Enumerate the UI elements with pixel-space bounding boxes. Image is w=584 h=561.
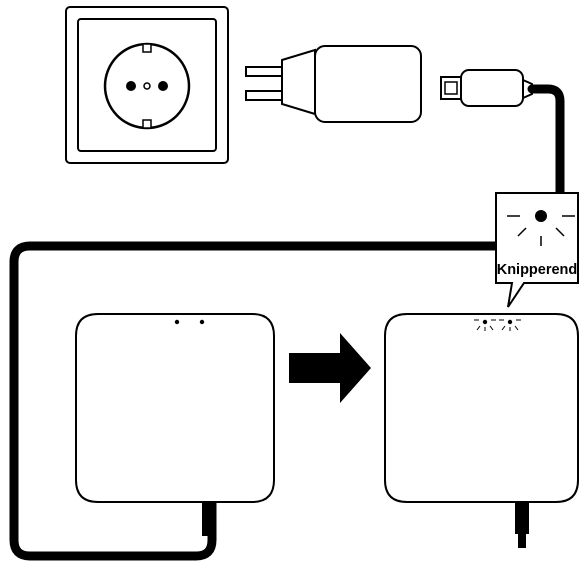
power-adapter-icon: [245, 45, 422, 123]
blinking-led-icon: [474, 319, 521, 331]
callout-label: Knipperend: [497, 262, 578, 278]
wall-socket-icon: [65, 6, 229, 164]
hub-device-icon: [75, 313, 275, 536]
usb-cable: [527, 84, 565, 270]
led-callout: Knipperend: [495, 192, 579, 308]
left-hub-cable: [9, 241, 496, 561]
hub-device-icon: [384, 313, 579, 548]
blinking-led-icon: [507, 210, 575, 246]
right-arrow-icon: [289, 333, 371, 403]
micro-usb-plug-icon: [440, 69, 533, 107]
